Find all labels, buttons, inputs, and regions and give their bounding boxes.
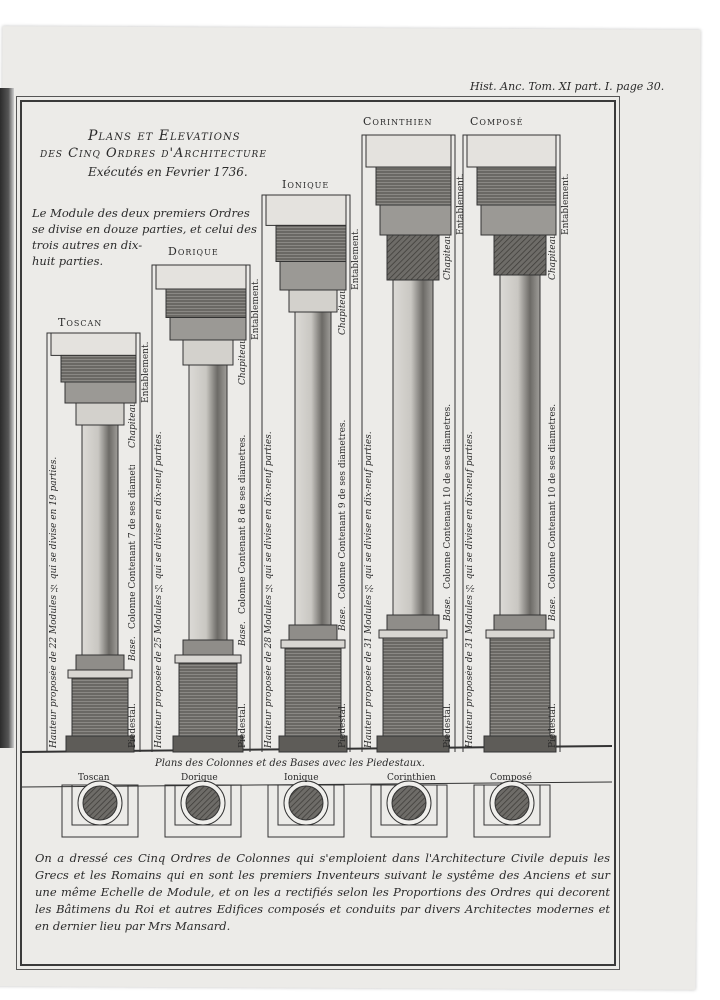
plan-label-1: Dorique	[181, 773, 218, 783]
composé-pedestal-cap	[485, 629, 555, 639]
composé-architrave	[480, 204, 557, 236]
corinthien-plan-column	[391, 785, 427, 821]
dorique-pedestal-plinth	[172, 735, 244, 753]
page-reference: Hist. Anc. Tom. XI part. I. page 30.	[470, 80, 665, 93]
title-line-2: des Cinq Ordres d'Architecture	[40, 146, 267, 161]
dorique-plan-column	[185, 785, 221, 821]
ionique-column-label: Colonne Contenant 9 de ses diametres.	[338, 419, 348, 599]
plan-label-4: Composé	[490, 773, 532, 783]
title-line-1: Plans et Elevations	[88, 128, 241, 144]
corinthien-architrave	[379, 204, 452, 236]
composé-pedestal-label: Piedestal.	[548, 703, 558, 748]
corinthien-order-name: Corinthien	[363, 115, 433, 128]
composé-base	[493, 614, 547, 631]
dorique-pedestal-label: Piedestal.	[238, 703, 248, 748]
dorique-height-label: Hauteur proposée de 25 Modules ⅓ qui se …	[154, 431, 164, 748]
composé-pedestal-die	[489, 637, 551, 737]
toscan-shaft	[81, 424, 119, 656]
ionique-capital	[288, 289, 338, 313]
corinthien-height-label: Hauteur proposée de 31 Modules ⅔ qui se …	[364, 431, 374, 748]
plan-label-0: Toscan	[78, 773, 110, 783]
ionique-pedestal-cap	[280, 639, 346, 649]
module-note-block: Le Module des deux premiers Ordres se di…	[32, 205, 262, 459]
description-paragraph: On a dressé ces Cinq Ordres de Colonnes …	[35, 851, 610, 933]
corinthien-column-label: Colonne Contenant 10 de ses diametres.	[443, 403, 453, 589]
ionique-capital-label: Chapiteau	[338, 290, 348, 335]
book-spine-edge	[0, 88, 14, 748]
dorique-entablement-label: Entablement.	[251, 278, 261, 340]
dorique-order-name: Dorique	[168, 245, 219, 258]
ionique-plan-column	[288, 785, 324, 821]
composé-column-label: Colonne Contenant 10 de ses diametres.	[548, 403, 558, 589]
toscan-frieze	[60, 354, 137, 383]
corinthien-base	[386, 614, 440, 631]
corinthien-pedestal-die	[382, 637, 444, 737]
toscan-plan-column	[82, 785, 118, 821]
corinthien-entablement-label: Entablement.	[456, 173, 466, 235]
corinthien-pedestal-cap	[378, 629, 448, 639]
corinthien-capital	[386, 234, 440, 281]
composé-order-name: Composé	[470, 115, 524, 128]
dorique-cornice	[155, 264, 247, 290]
composé-cornice	[466, 134, 557, 168]
dorique-pedestal-cap	[174, 654, 242, 664]
dorique-shaft	[188, 364, 228, 641]
composé-shaft	[499, 274, 541, 616]
ionique-height-label: Hauteur proposée de 28 Modules ½ qui se …	[264, 431, 274, 748]
corinthien-pedestal-plinth	[376, 735, 450, 753]
module-note: Le Module des deux premiers Ordres se di…	[32, 206, 257, 268]
ionique-base-label: Base.	[338, 606, 348, 631]
composé-frieze	[476, 166, 557, 206]
dorique-capital	[182, 339, 234, 366]
dorique-pedestal-die	[178, 662, 238, 737]
corinthien-capital-label: Chapiteau	[443, 235, 453, 280]
toscan-base-label: Base.	[128, 636, 138, 661]
composé-pedestal-plinth	[483, 735, 557, 753]
toscan-column-label: Colonne Contenant 7 de ses diametres	[128, 465, 138, 629]
plate-frame	[16, 96, 620, 970]
toscan-capital-label: Chapiteau	[128, 403, 138, 448]
toscan-pedestal-plinth	[65, 735, 135, 753]
dorique-frieze	[165, 288, 247, 318]
plan-label-2: Ionique	[284, 773, 319, 783]
ionique-pedestal-label: Piedestal.	[338, 703, 348, 748]
ionique-pedestal-die	[284, 647, 342, 737]
composé-entablement-label: Entablement.	[561, 173, 571, 235]
composé-capital-label: Chapiteau	[548, 235, 558, 280]
toscan-height-label: Hauteur proposée de 22 Modules ½ qui se …	[49, 456, 59, 748]
corinthien-shaft	[392, 279, 434, 616]
toscan-entablement-label: Entablement.	[141, 341, 151, 403]
plans-title: Plans des Colonnes et des Bases avec les…	[155, 758, 425, 769]
toscan-pedestal-die	[71, 677, 129, 737]
ionique-frieze	[275, 224, 347, 262]
corinthien-pedestal-label: Piedestal.	[443, 703, 453, 748]
ionique-architrave	[279, 261, 347, 291]
dorique-base	[182, 639, 234, 656]
dorique-base-label: Base.	[238, 621, 248, 646]
corinthien-base-label: Base.	[443, 596, 453, 621]
ionique-order-name: Ionique	[282, 178, 330, 191]
title-line-3: Exécutés en Fevrier 1736.	[88, 165, 248, 179]
composé-capital	[493, 234, 547, 276]
ionique-cornice	[265, 194, 347, 226]
composé-plan-column	[494, 785, 530, 821]
corinthien-frieze	[375, 166, 452, 206]
toscan-pedestal-cap	[67, 669, 133, 679]
ionique-entablement-label: Entablement.	[351, 228, 361, 290]
toscan-pedestal-label: Piedestal.	[128, 703, 138, 748]
toscan-base	[75, 654, 125, 671]
plan-label-3: Corinthien	[387, 773, 436, 783]
ionique-base	[288, 624, 338, 641]
corinthien-cornice	[365, 134, 452, 168]
ionique-shaft	[294, 311, 332, 626]
dorique-column-label: Colonne Contenant 8 de ses diametres.	[238, 434, 248, 614]
ionique-pedestal-plinth	[278, 735, 348, 753]
toscan-order-name: Toscan	[58, 316, 103, 329]
composé-base-label: Base.	[548, 596, 558, 621]
composé-height-label: Hauteur proposée de 31 Modules ⅔ qui se …	[465, 431, 475, 748]
dorique-capital-label: Chapiteau	[238, 340, 248, 385]
